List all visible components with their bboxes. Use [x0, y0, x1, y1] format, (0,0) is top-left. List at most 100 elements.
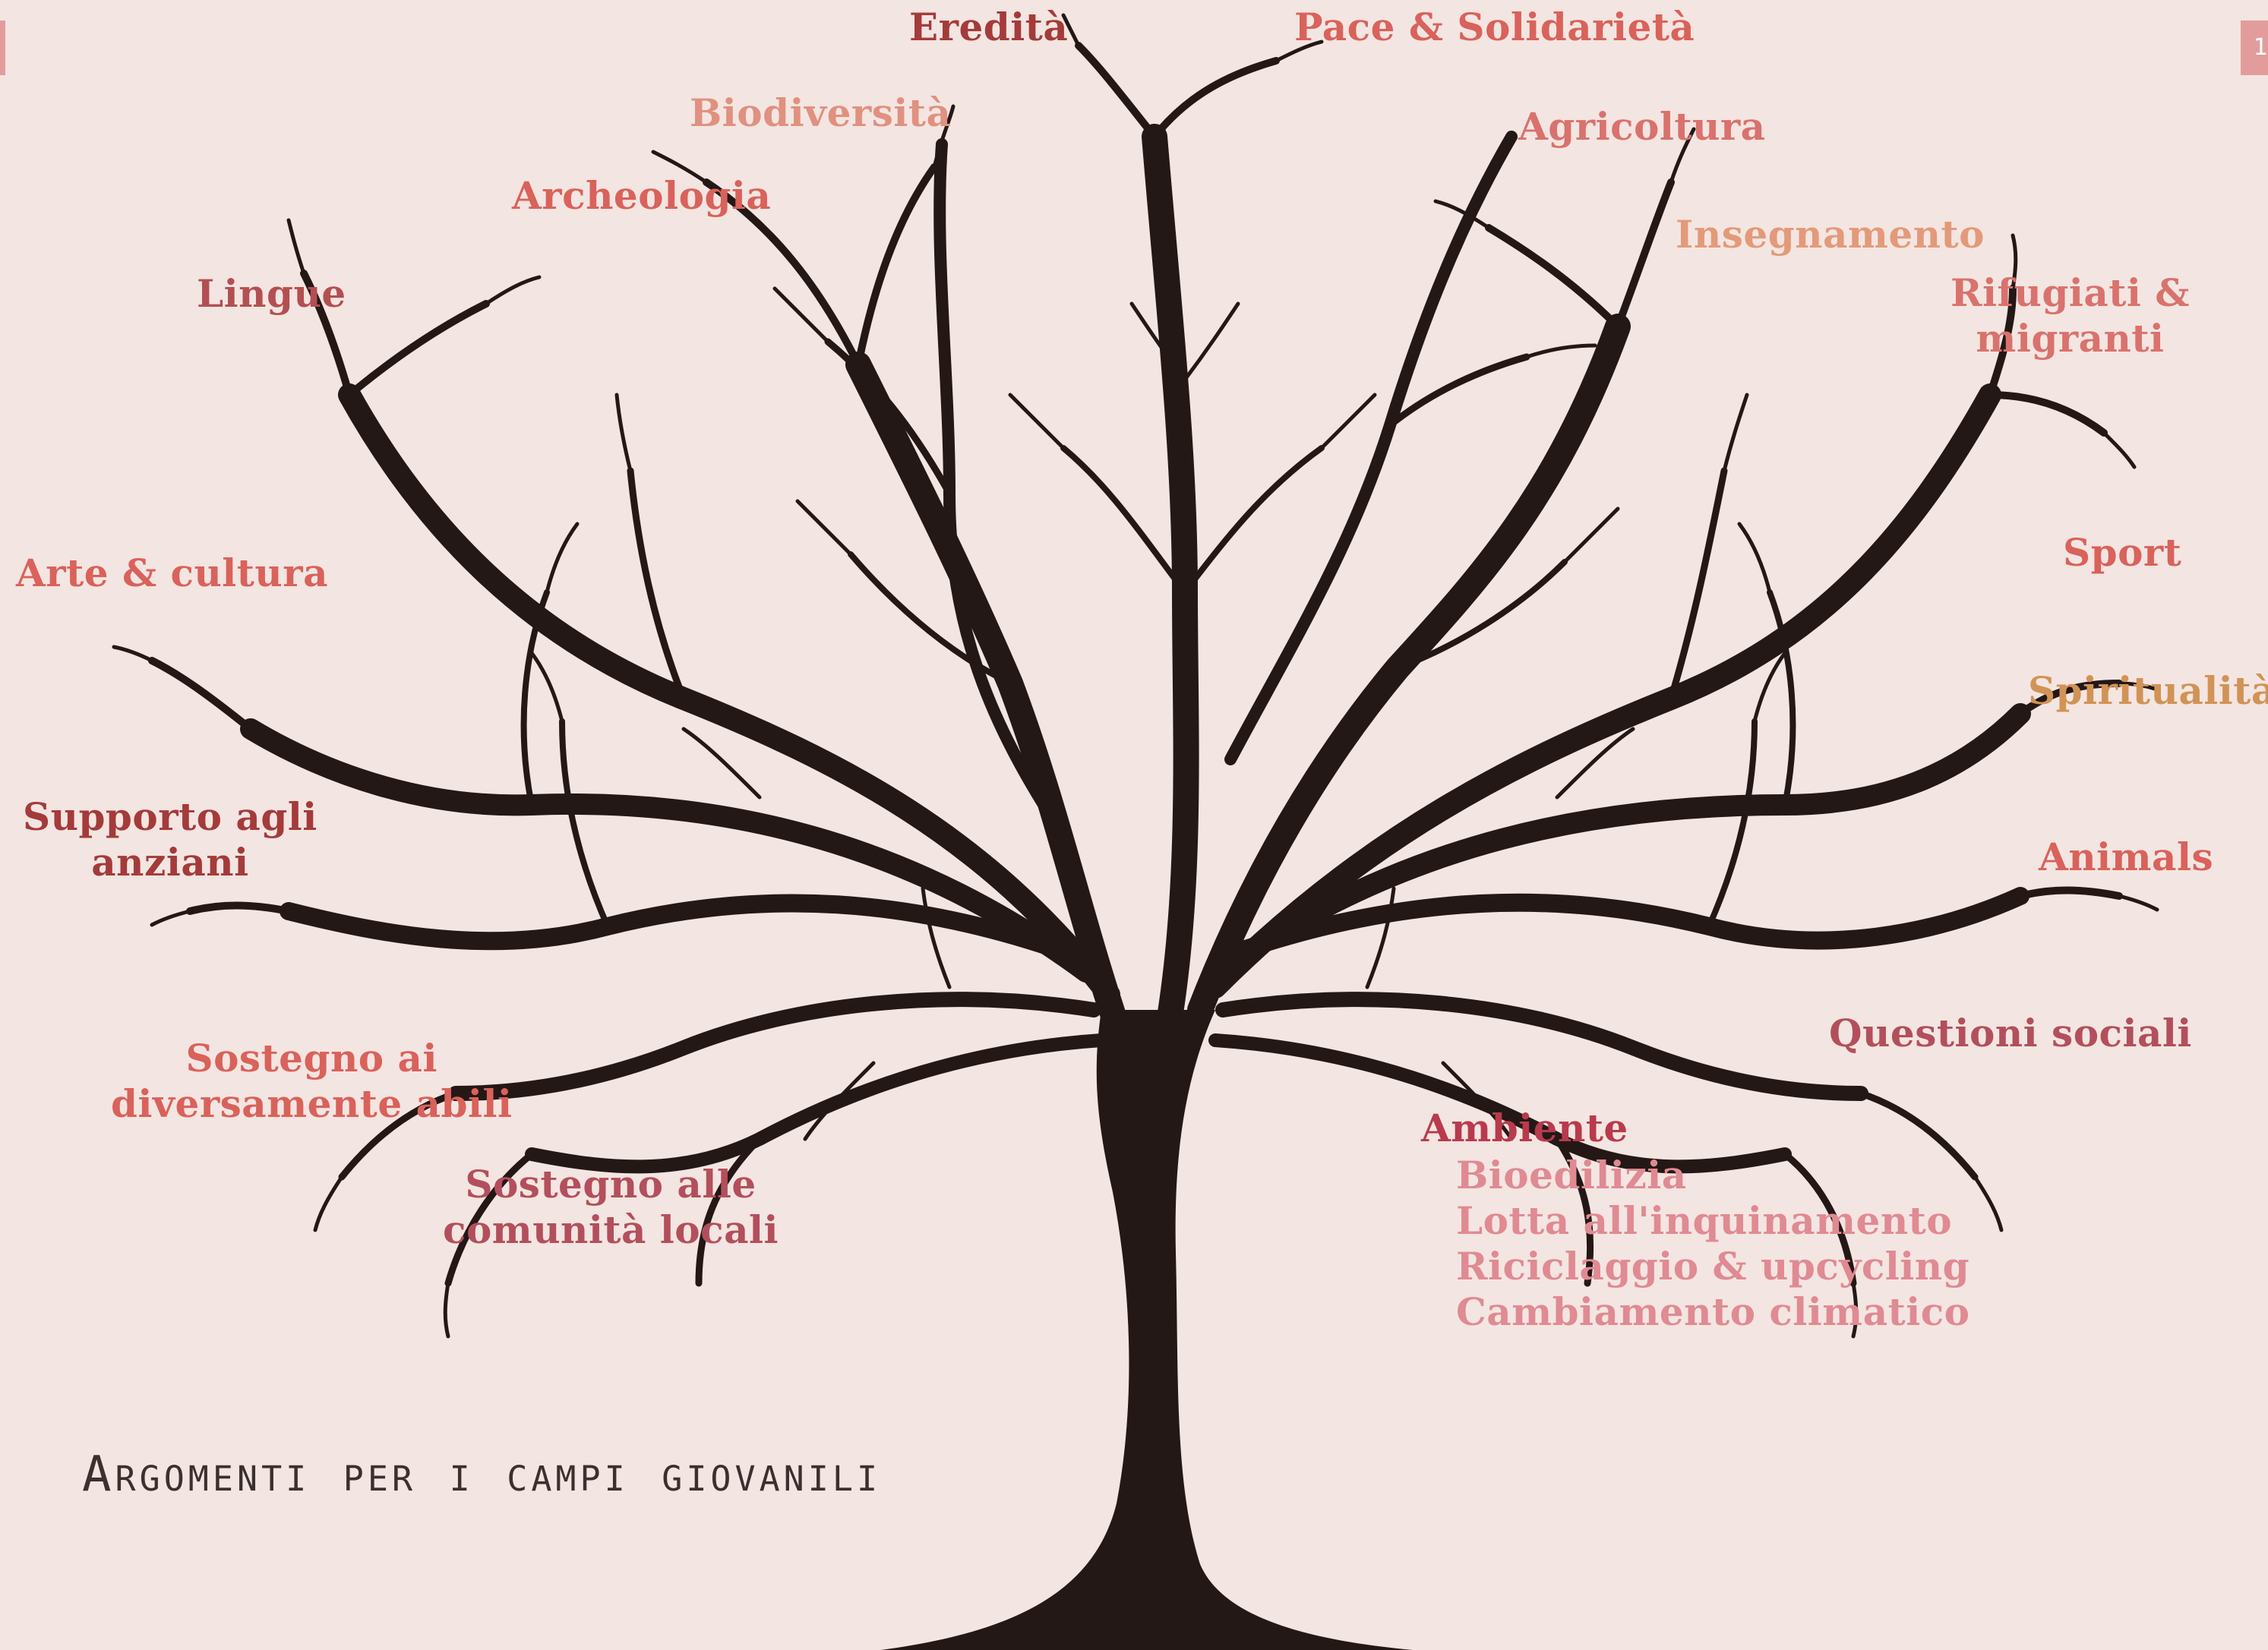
branch — [824, 338, 953, 497]
topic-animals: Animals — [2039, 834, 2214, 879]
branch — [1182, 445, 1325, 595]
topic-sostegno-abili-line2: diversamente abili — [111, 1081, 513, 1126]
main-limb — [280, 894, 1088, 966]
topic-sport: Sport — [2063, 530, 2182, 575]
branch — [1151, 57, 1280, 140]
twig — [651, 150, 709, 185]
topic-questioni-sociali: Questioni sociali — [1829, 1011, 2192, 1055]
topic-supporto-line1: Supporto agli — [23, 794, 317, 839]
main-limb — [240, 718, 1097, 983]
slide-title: Argomenti per i campi giovanili — [82, 1447, 882, 1503]
twig — [150, 909, 192, 927]
branch — [559, 718, 611, 929]
twig — [286, 218, 306, 276]
twig — [2102, 431, 2137, 469]
topic-agricoltura: Agricoltura — [1518, 104, 1766, 149]
topic-spiritualita: Spiritualità — [2028, 668, 2268, 713]
twig — [803, 1061, 876, 1141]
main-limb — [1215, 992, 1868, 1101]
branch — [627, 467, 687, 702]
branch — [1485, 224, 1622, 330]
ambiente-subtopic: Riciclaggio & upcycling — [1456, 1244, 1970, 1289]
branch — [1986, 285, 2017, 399]
branch — [444, 1150, 535, 1287]
ambiente-subtopic: Cambiamento climatico — [1456, 1289, 1970, 1334]
branch — [1060, 445, 1188, 595]
topic-sostegno-diversamente-abili: Sostegno ai diversamente abili — [111, 1036, 512, 1127]
twig — [545, 522, 580, 595]
twig — [313, 1175, 344, 1232]
branch — [1986, 391, 2108, 437]
twig — [2011, 233, 2018, 291]
main-limb — [525, 1033, 1108, 1174]
twig — [1752, 651, 1787, 724]
twig — [921, 886, 952, 989]
topic-sostegno-com-line1: Sostegno alle — [465, 1162, 757, 1207]
branch — [1553, 1135, 1594, 1287]
tree-trunk — [881, 1010, 1413, 1650]
twig — [1669, 127, 1696, 185]
twig — [614, 393, 633, 473]
twig — [2117, 681, 2159, 692]
branch — [186, 901, 292, 915]
branch — [703, 178, 862, 368]
topic-rifugiati-line1: Rifugiati & — [1951, 270, 2190, 315]
twig — [1524, 343, 1597, 359]
previous-slide-tab[interactable] — [0, 21, 5, 75]
main-limb — [1224, 131, 1518, 765]
twig — [1183, 301, 1240, 382]
slide-number: 1 — [2253, 34, 2268, 61]
branch — [520, 589, 550, 808]
branch — [1667, 467, 1728, 702]
topic-pace-solidarieta: Pace & Solidarietà — [1294, 5, 1695, 49]
branch — [148, 657, 254, 733]
twig — [1851, 1281, 1859, 1339]
twig — [681, 727, 762, 800]
main-limb — [1237, 887, 2030, 958]
topic-lingue: Lingue — [197, 271, 346, 316]
topic-sostegno-com-line2: comunità locali — [443, 1207, 779, 1252]
twig — [2117, 894, 2159, 912]
topic-arte-cultura: Arte & cultura — [16, 551, 328, 595]
twig — [1061, 13, 1081, 48]
twig — [1973, 1175, 2004, 1232]
ambiente-subtopics: Bioedilizia Lotta all'inquinamento Ricic… — [1456, 1153, 1970, 1335]
twig — [1737, 522, 1772, 595]
topic-biodiversita: Biodiversità — [690, 90, 952, 135]
branch — [1395, 559, 1568, 671]
branch — [2017, 886, 2123, 900]
topic-archeologia: Archeologia — [512, 173, 772, 218]
branch — [1781, 1150, 1857, 1287]
topic-rifugiati-migranti: Rifugiati & migranti — [1951, 270, 2190, 361]
ambiente-subtopic: Lotta all'inquinamento — [1456, 1198, 1953, 1243]
branch — [695, 1135, 763, 1287]
twig — [1722, 393, 1749, 473]
twig — [112, 645, 154, 663]
branch — [346, 300, 490, 399]
branch — [1857, 1090, 1979, 1181]
main-limb — [933, 138, 1069, 841]
twig — [932, 104, 956, 169]
main-limb — [448, 992, 1101, 1101]
twig — [484, 275, 542, 306]
twig — [772, 286, 830, 344]
twig — [1129, 301, 1187, 382]
branch — [1614, 178, 1675, 330]
twig — [1433, 199, 1491, 230]
twig — [443, 1281, 450, 1339]
branch — [1767, 589, 1796, 808]
topic-ambiente: Ambiente — [1421, 1106, 1628, 1150]
topic-eredita: Eredità — [909, 5, 1069, 49]
topic-supporto-line2: anziani — [91, 840, 249, 885]
main-limb — [1220, 703, 2031, 975]
branch — [1386, 353, 1530, 429]
branch — [338, 1090, 460, 1181]
slide-number-tab[interactable]: 1 — [2241, 21, 2268, 75]
twig — [795, 499, 853, 557]
branch — [2017, 680, 2123, 718]
branch — [300, 270, 353, 399]
twig — [1562, 506, 1620, 564]
ambiente-subtopic: Bioedilizia — [1456, 1153, 1687, 1197]
twig — [1274, 39, 1324, 63]
